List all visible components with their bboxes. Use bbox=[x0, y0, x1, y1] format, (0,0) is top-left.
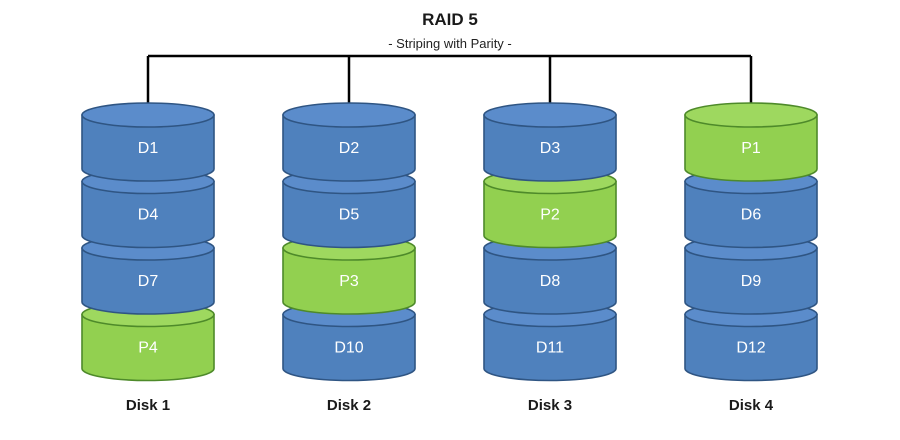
block-label: D2 bbox=[339, 140, 360, 157]
block-label: D3 bbox=[540, 140, 561, 157]
block-label: D7 bbox=[138, 273, 159, 290]
disk-block-d2: D2 bbox=[282, 102, 416, 182]
block-label: D5 bbox=[339, 207, 360, 224]
cylinder-top bbox=[282, 102, 416, 128]
block-label: D6 bbox=[741, 207, 762, 224]
cylinder-body bbox=[483, 180, 617, 249]
cylinder-body bbox=[282, 114, 416, 182]
diagram-title: RAID 5 bbox=[422, 10, 478, 29]
block-label: D9 bbox=[741, 273, 762, 290]
cylinder-body bbox=[684, 313, 818, 382]
cylinder-body bbox=[81, 247, 215, 315]
cylinder-body bbox=[81, 114, 215, 182]
cylinder-top bbox=[81, 102, 215, 128]
block-label: P2 bbox=[540, 207, 560, 224]
diagram-subtitle: - Striping with Parity - bbox=[388, 36, 512, 51]
cylinder-body bbox=[684, 114, 818, 182]
disk-block-d1: D1 bbox=[81, 102, 215, 182]
disk-label: Disk 2 bbox=[327, 397, 371, 414]
disk-block-d3: D3 bbox=[483, 102, 617, 182]
cylinder-body bbox=[684, 180, 818, 249]
cylinder-body bbox=[684, 247, 818, 315]
block-label: D11 bbox=[536, 340, 564, 357]
block-label: D4 bbox=[138, 207, 159, 224]
disk-block-p1: P1 bbox=[684, 102, 818, 182]
connector-lines bbox=[146, 54, 753, 115]
cylinder-body bbox=[282, 180, 416, 249]
block-label: D8 bbox=[540, 273, 561, 290]
cylinder-top bbox=[684, 102, 818, 128]
block-label: P3 bbox=[339, 273, 359, 290]
block-label: D1 bbox=[138, 140, 159, 157]
cylinder-body bbox=[81, 180, 215, 249]
disk-label: Disk 3 bbox=[528, 397, 572, 414]
block-label: D10 bbox=[334, 340, 363, 357]
block-label: P4 bbox=[138, 340, 158, 357]
cylinder-body bbox=[483, 247, 617, 315]
cylinder-body bbox=[483, 313, 617, 382]
cylinder-body bbox=[282, 247, 416, 315]
block-label: P1 bbox=[741, 140, 761, 157]
disk-label: Disk 1 bbox=[126, 397, 170, 414]
cylinder-body bbox=[282, 313, 416, 382]
cylinder-top bbox=[483, 102, 617, 128]
cylinder-body bbox=[81, 313, 215, 382]
block-label: D12 bbox=[736, 340, 765, 357]
cylinder-body bbox=[483, 114, 617, 182]
disk-label: Disk 4 bbox=[729, 397, 774, 414]
